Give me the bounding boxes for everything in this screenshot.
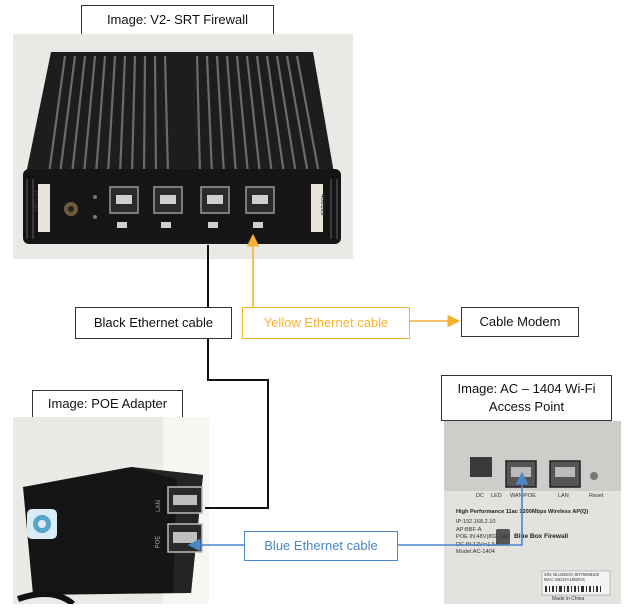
ap-mac: MAC:44D1FA15B0C6 [544,577,585,582]
ap-port-label-led: LED [491,493,502,499]
ap-spec-model: Model:AC-1404 [456,549,495,555]
black-cable-line-lower [205,339,269,509]
blue-cable-to-ap [398,471,529,546]
cable-modem-label-text: Cable Modem [479,314,561,330]
blue-cable-label: Blue Ethernet cable [244,531,398,561]
cable-modem-label: Cable Modem [461,307,579,337]
yellow-cable-label: Yellow Ethernet cable [242,307,410,339]
ap-brand: Blue Box Firewall [514,533,569,540]
firewall-caption-text: Image: V2- SRT Firewall [106,12,249,28]
yellow-cable-label-text: Yellow Ethernet cable [263,315,389,331]
poe-photo: LAN POE [13,417,209,604]
black-cable-label-text: Black Ethernet cable [93,315,214,331]
ap-made-in: Made in China [552,596,585,602]
firewall-caption: Image: V2- SRT Firewall [81,5,274,35]
ap-caption-line2: Access Point [488,399,565,414]
ap-spec-poe: POE IN:48V(802.3at) [456,534,509,540]
ap-caption-line1: Image: AC – 1404 Wi-Fi [457,381,596,397]
firewall-photo: 400189 400189 [13,34,353,259]
access-point-illustration [444,421,621,604]
firewall-device-illustration [23,52,341,244]
poe-caption-text: Image: POE Adapter [47,396,168,412]
ap-port-label-dc: DC [476,493,484,499]
ap-caption: Image: AC – 1404 Wi-Fi Access Point [441,375,612,421]
ap-port-label-wan: WAN/POE [510,493,536,499]
black-cable-label: Black Ethernet cable [75,307,232,339]
poe-adapter-illustration [17,417,209,604]
ap-photo: DC LED WAN/POE LAN Reset High Performanc… [444,421,621,604]
ap-spec-ap: AP:BBF-A [456,526,482,533]
blue-cable-label-text: Blue Ethernet cable [264,538,378,554]
ap-serial-lines: S/N: BLUEBOX-SRT5808100 MAC:44D1FA15B0C6 [544,572,599,582]
ap-port-label-lan: LAN [558,493,569,499]
ap-port-label-reset: Reset [589,493,604,499]
ap-spec-ip: IP:192.168.2.10 [456,519,496,525]
ap-serial: S/N: BLUEBOX-SRT5808100 [544,572,600,577]
